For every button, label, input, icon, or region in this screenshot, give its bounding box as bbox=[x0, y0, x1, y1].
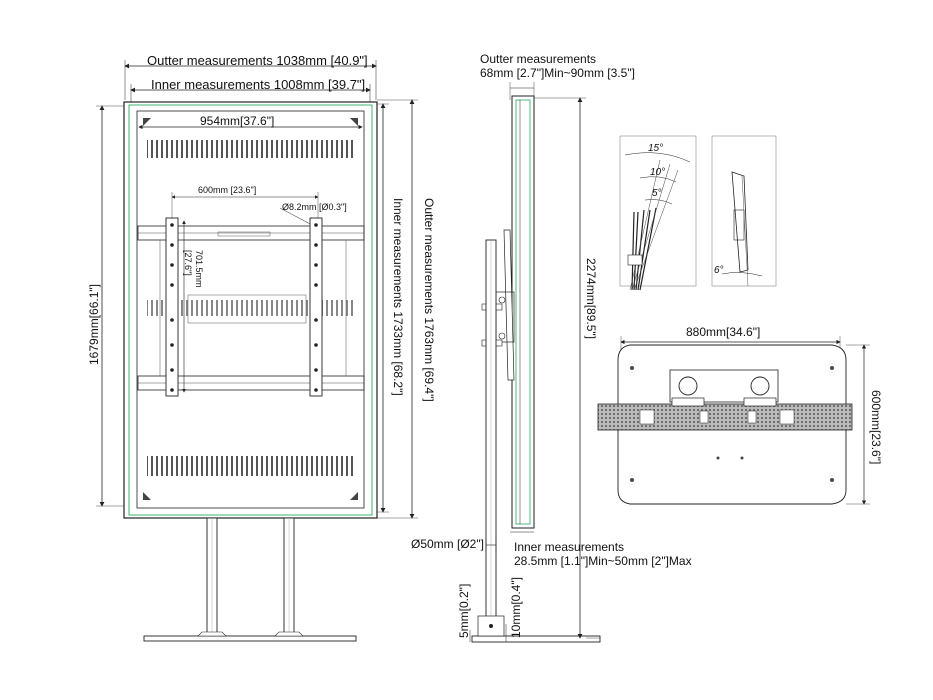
plate-thickness-label: 5mm[0.2"] bbox=[457, 583, 471, 638]
vesa-height-mm-label: 701.5mm bbox=[194, 250, 204, 288]
hole-diameter-label: Ø8.2mm [Ø0.3"] bbox=[282, 202, 347, 212]
inner-width-label: Inner measurements 1008mm [39.7"] bbox=[151, 77, 366, 92]
outer-width-label: Outter measurements 1038mm [40.9"] bbox=[147, 53, 368, 68]
base-depth-label: 600mm[23.6"] bbox=[869, 390, 883, 465]
tilt-angle-6: 6° bbox=[714, 265, 724, 276]
overall-height-label: 1679mm[66.1"] bbox=[87, 284, 101, 365]
vesa-height-in-label: [27.6"] bbox=[183, 250, 193, 276]
screen-width-label: 954mm[37.6"] bbox=[200, 114, 275, 128]
outer-depth-title: Outter measurements bbox=[480, 52, 597, 66]
side-view bbox=[469, 82, 601, 643]
outer-height-label: Outter measurements 1763mm [69.4"] bbox=[422, 198, 436, 402]
base-view bbox=[597, 336, 870, 505]
tilt-angle-10: 10° bbox=[650, 167, 666, 178]
inner-height-label: Inner measurements 1733mm [68.2"] bbox=[391, 198, 405, 396]
vesa-width-label: 600mm [23.6"] bbox=[198, 185, 257, 195]
front-view bbox=[96, 60, 418, 642]
tilt-view bbox=[619, 135, 777, 291]
base-thickness-label: 10mm[0.4"] bbox=[509, 577, 523, 638]
total-height-label: 2274mm[89.5"] bbox=[584, 258, 598, 339]
inner-depth-title: Inner measurements bbox=[514, 540, 625, 554]
pole-diameter-label: Ø50mm [Ø2"] bbox=[411, 537, 484, 551]
tilt-angle-15: 15° bbox=[648, 143, 664, 154]
base-width-label: 880mm[34.6"] bbox=[686, 325, 761, 339]
tilt-angle-5: 5° bbox=[652, 188, 662, 199]
outer-depth-value: 68mm [2.7"]Min~90mm [3.5"] bbox=[480, 66, 635, 80]
inner-depth-value: 28.5mm [1.1"]Min~50mm [2"]Max bbox=[514, 554, 692, 568]
